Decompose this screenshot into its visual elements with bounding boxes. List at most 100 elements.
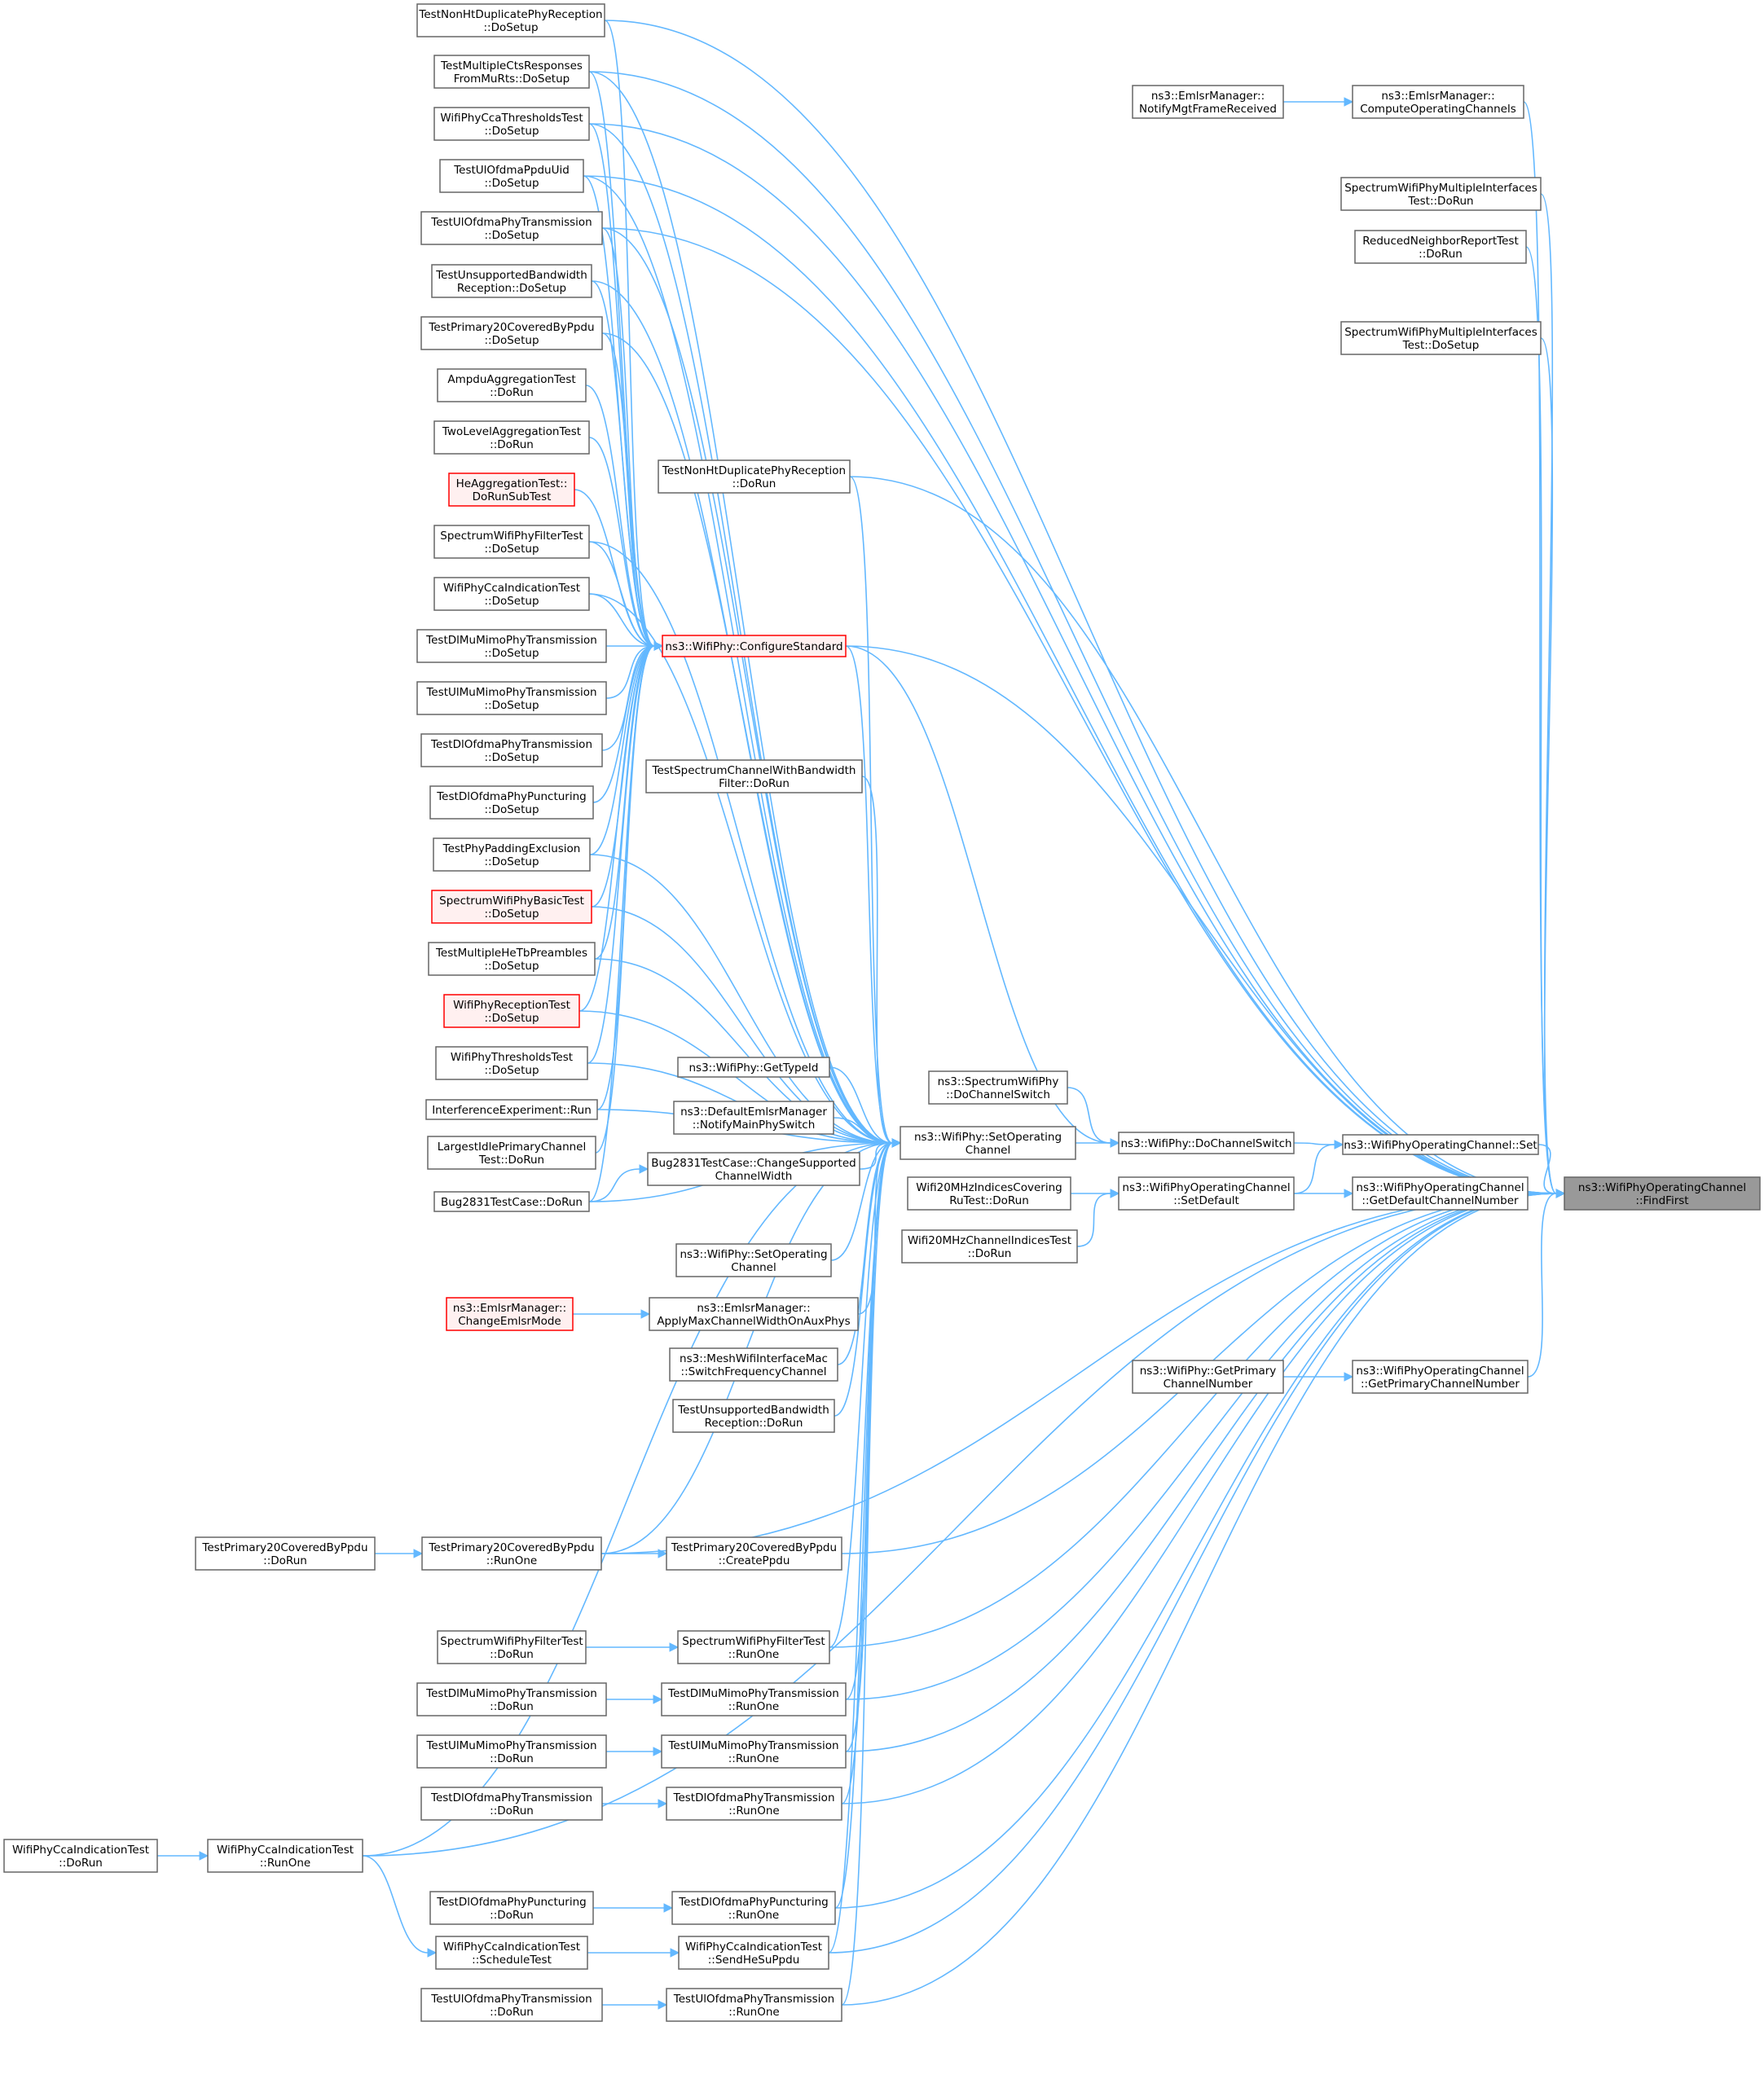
graph-node-n56[interactable]: TestUlMuMimoPhyTransmission::DoRun (416, 1734, 607, 1769)
graph-node-n11[interactable]: ns3::SpectrumWifiPhy::DoChannelSwitch (928, 1070, 1068, 1105)
edge-n65-n0 (841, 1193, 1557, 2006)
graph-node-n2[interactable]: ns3::EmlsrManager::NotifyMgtFrameReceive… (1132, 85, 1284, 119)
graph-node-n50[interactable]: TestPrimary20CoveredByPpdu::DoRun (195, 1536, 376, 1571)
graph-node-n31[interactable]: SpectrumWifiPhyBasicTest::DoSetup (431, 890, 592, 924)
graph-node-n52[interactable]: SpectrumWifiPhyFilterTest::DoRun (437, 1630, 587, 1664)
graph-node-n69[interactable]: SpectrumWifiPhyMultipleInterfacesTest::D… (1340, 321, 1542, 355)
graph-node-n40[interactable]: ns3::WifiPhy::GetTypeId (677, 1057, 830, 1078)
graph-node-n30[interactable]: TestPhyPaddingExclusion::DoSetup (433, 837, 591, 872)
graph-node-n9[interactable]: ns3::WifiPhyOperatingChannel::Set (1342, 1134, 1539, 1155)
edge-n5-n4 (1076, 1193, 1111, 1247)
graph-node-n44[interactable]: ns3::EmlsrManager::ApplyMaxChannelWidthO… (649, 1297, 859, 1331)
graph-node-n13[interactable]: ns3::WifiPhy::ConfigureStandard (662, 635, 847, 657)
node-box (416, 1734, 607, 1769)
node-label: ns3::WifiPhy::ConfigureStandard (665, 640, 842, 653)
node-label: ::RunOne (728, 1752, 779, 1765)
graph-node-n5[interactable]: Wifi20MHzChannelIndicesTest::DoRun (901, 1229, 1078, 1264)
graph-node-n60[interactable]: WifiPhyCcaIndicationTest::DoRun (3, 1839, 158, 1873)
graph-node-n14[interactable]: TestNonHtDuplicatePhyReception::DoSetup (416, 3, 605, 37)
node-label: TestUlMuMimoPhyTransmission (667, 1739, 838, 1752)
graph-node-n66[interactable]: TestUlOfdmaPhyTransmission::DoRun (420, 1988, 603, 2022)
edge-n14-n0 (604, 20, 1557, 1194)
node-label: TestUnsupportedBandwidth (677, 1404, 829, 1417)
node-label: TestNonHtDuplicatePhyReception (418, 8, 602, 21)
node-label: ns3::WifiPhy::GetTypeId (688, 1061, 818, 1075)
graph-node-n67[interactable]: SpectrumWifiPhyMultipleInterfacesTest::D… (1340, 177, 1542, 211)
graph-node-n55[interactable]: TestUlMuMimoPhyTransmission::RunOne (661, 1734, 847, 1769)
graph-node-n51[interactable]: SpectrumWifiPhyFilterTest::RunOne (677, 1630, 830, 1664)
graph-node-n29[interactable]: TestDlOfdmaPhyPuncturing::DoSetup (429, 785, 594, 820)
graph-node-n8[interactable]: ns3::WifiPhy::GetPrimaryChannelNumber (1132, 1360, 1284, 1394)
graph-node-n45[interactable]: ns3::EmlsrManager::ChangeEmlsrMode (446, 1297, 574, 1331)
graph-node-n3[interactable]: ns3::WifiPhyOperatingChannel::GetDefault… (1352, 1176, 1529, 1211)
graph-node-n61[interactable]: TestDlOfdmaPhyPuncturing::RunOne (671, 1891, 836, 1925)
graph-node-n22[interactable]: TwoLevelAggregationTest::DoRun (433, 420, 590, 455)
graph-node-n54[interactable]: TestDlMuMimoPhyTransmission::DoRun (416, 1682, 607, 1716)
graph-node-n58[interactable]: TestDlOfdmaPhyTransmission::DoRun (420, 1787, 603, 1821)
graph-node-n57[interactable]: TestDlOfdmaPhyTransmission::RunOne (666, 1787, 842, 1821)
node-label: ::DoSetup (484, 334, 539, 347)
graph-node-n42[interactable]: Bug2831TestCase::ChangeSupportedChannelW… (647, 1152, 860, 1186)
node-label: ChannelWidth (715, 1170, 793, 1183)
graph-node-n23[interactable]: HeAggregationTest::DoRunSubTest (448, 472, 575, 507)
graph-node-n33[interactable]: WifiPhyReceptionTest::DoSetup (443, 994, 580, 1028)
node-label: TestNonHtDuplicatePhyReception (662, 464, 846, 477)
edge-n20-n13 (601, 332, 655, 647)
graph-node-n10[interactable]: ns3::WifiPhy::DoChannelSwitch (1118, 1132, 1295, 1154)
graph-node-n65[interactable]: TestUlOfdmaPhyTransmission::RunOne (666, 1988, 842, 2022)
graph-node-n35[interactable]: InterferenceExperiment::Run (425, 1099, 598, 1120)
edge-n32-n12 (594, 958, 893, 1144)
graph-node-n28[interactable]: TestDlOfdmaPhyTransmission::DoSetup (420, 733, 603, 767)
edge-n27-n13 (605, 645, 655, 699)
node-box (443, 994, 580, 1028)
node-box (672, 1399, 835, 1433)
graph-node-n18[interactable]: TestUlOfdmaPhyTransmission::DoSetup (420, 211, 603, 245)
edge-n38-n12 (849, 476, 893, 1144)
graph-node-n7[interactable]: ns3::WifiPhyOperatingChannel::GetPrimary… (1352, 1360, 1529, 1394)
graph-node-n24[interactable]: SpectrumWifiPhyFilterTest::DoSetup (433, 525, 590, 559)
node-label: Channel (731, 1261, 776, 1274)
graph-node-n19[interactable]: TestUnsupportedBandwidthReception::DoSet… (431, 264, 592, 298)
node-box (429, 785, 594, 820)
graph-node-n53[interactable]: TestDlMuMimoPhyTransmission::RunOne (661, 1682, 847, 1716)
node-box (1352, 1176, 1529, 1211)
graph-node-n49[interactable]: TestPrimary20CoveredByPpdu::RunOne (421, 1536, 602, 1571)
graph-node-n20[interactable]: TestPrimary20CoveredByPpdu::DoSetup (420, 316, 603, 350)
graph-node-n39[interactable]: TestSpectrumChannelWithBandwidthFilter::… (645, 759, 863, 793)
graph-node-n27[interactable]: TestUlMuMimoPhyTransmission::DoSetup (416, 681, 607, 715)
graph-node-n21[interactable]: AmpduAggregationTest::DoRun (437, 368, 587, 402)
node-label: ::DoRun (968, 1247, 1012, 1260)
edge-arrowhead (1344, 1189, 1354, 1198)
graph-node-n64[interactable]: WifiPhyCcaIndicationTest::ScheduleTest (435, 1936, 588, 1970)
edge-n30-n13 (589, 645, 655, 855)
graph-node-n62[interactable]: TestDlOfdmaPhyPuncturing::DoRun (429, 1891, 594, 1925)
graph-node-n16[interactable]: WifiPhyCcaThresholdsTest::DoSetup (433, 107, 590, 141)
graph-node-n41[interactable]: ns3::DefaultEmlsrManager::NotifyMainPhyS… (673, 1101, 834, 1135)
graph-node-n17[interactable]: TestUlOfdmaPpduUid::DoSetup (439, 159, 584, 193)
graph-node-n48[interactable]: TestPrimary20CoveredByPpdu::CreatePpdu (666, 1536, 842, 1571)
node-label: SpectrumWifiPhyMultipleInterfaces (1344, 182, 1537, 195)
graph-node-n4[interactable]: ns3::WifiPhyOperatingChannel::SetDefault (1118, 1176, 1295, 1211)
graph-node-n38[interactable]: TestNonHtDuplicatePhyReception::DoRun (658, 459, 851, 494)
graph-node-n59[interactable]: WifiPhyCcaIndicationTest::RunOne (207, 1839, 363, 1873)
graph-node-n46[interactable]: ns3::MeshWifiInterfaceMac::SwitchFrequen… (669, 1347, 838, 1382)
graph-node-n37[interactable]: Bug2831TestCase::DoRun (433, 1191, 590, 1212)
graph-node-n68[interactable]: ReducedNeighborReportTest::DoRun (1354, 230, 1527, 264)
graph-node-n32[interactable]: TestMultipleHeTbPreambles::DoSetup (428, 942, 596, 976)
graph-node-n25[interactable]: WifiPhyCcaIndicationTest::DoSetup (433, 577, 590, 611)
node-box (428, 942, 596, 976)
edge-n46-n12 (837, 1142, 893, 1365)
node-label: TestDlOfdmaPhyPuncturing (436, 790, 587, 803)
graph-node-n63[interactable]: WifiPhyCcaIndicationTest::SendHeSuPpdu (678, 1936, 829, 1970)
graph-node-n26[interactable]: TestDlMuMimoPhyTransmission::DoSetup (416, 629, 607, 663)
node-box (433, 577, 590, 611)
graph-node-n1[interactable]: ns3::EmlsrManager::ComputeOperatingChann… (1352, 85, 1524, 119)
graph-node-n34[interactable]: WifiPhyThresholdsTest::DoSetup (435, 1046, 588, 1080)
edge-arrowhead (891, 1138, 902, 1148)
graph-node-n15[interactable]: TestMultipleCtsResponsesFromMuRts::DoSet… (433, 55, 590, 89)
